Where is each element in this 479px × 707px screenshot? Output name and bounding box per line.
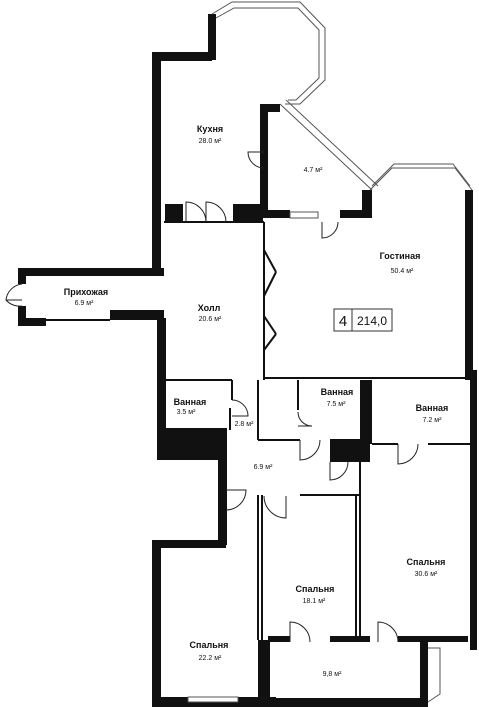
room-kitchen-name: Кухня xyxy=(197,124,223,134)
room-bath2-area: 7.5 м² xyxy=(327,401,346,408)
interior-partitions xyxy=(46,221,470,640)
doors xyxy=(185,151,419,643)
room-bath1-name: Ванная xyxy=(174,397,207,407)
room-entry-name: Прихожая xyxy=(64,287,108,297)
room-bath2-name: Ванная xyxy=(321,387,354,397)
room-bed2-name: Спальня xyxy=(296,584,335,594)
room-living-name: Гостиная xyxy=(380,251,421,261)
room-corridor-area: 6.9 м² xyxy=(254,464,273,471)
room-bed1-name: Спальня xyxy=(407,557,446,567)
room-balcony-area: 9,8 м² xyxy=(323,671,342,678)
room-bath3-area: 7.2 м² xyxy=(423,417,442,424)
room-kitchen-area: 28.0 м² xyxy=(199,138,222,145)
room-bay-area: 4.7 м² xyxy=(304,167,323,174)
room-bed2-area: 18.1 м² xyxy=(303,598,326,605)
room-bed1-area: 30.6 м² xyxy=(415,571,438,578)
room-bath3-name: Ванная xyxy=(416,403,449,413)
room-labels: Кухня 28.0 м² 4.7 м² Гостиная 50.4 м² Пр… xyxy=(64,124,449,678)
room-entry-area: 6.9 м² xyxy=(75,300,94,307)
room-hall-name: Холл xyxy=(198,303,221,313)
room-closet-area: 2.8 м² xyxy=(235,421,254,428)
room-bed3-area: 22.2 м² xyxy=(199,655,222,662)
unit-tag: 4 214,0 xyxy=(333,308,393,332)
unit-number: 4 xyxy=(339,313,347,330)
room-bath1-area: 3.5 м² xyxy=(177,409,196,416)
total-area: 214,0 xyxy=(357,314,387,328)
exterior-walls xyxy=(18,14,477,707)
room-bed3-name: Спальня xyxy=(190,640,229,650)
room-hall-area: 20.6 м² xyxy=(199,316,222,323)
room-living-area: 50.4 м² xyxy=(391,268,414,275)
windows xyxy=(5,1,473,703)
